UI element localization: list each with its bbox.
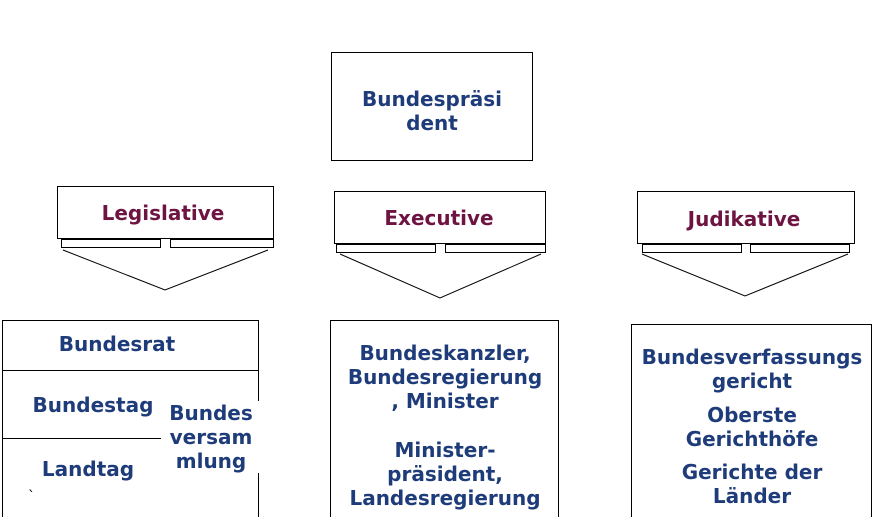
divider-bundestag bbox=[3, 438, 161, 439]
executive-header: Executive bbox=[334, 191, 546, 244]
judikative-box: Bundesverfassungs gericht Oberste Gerich… bbox=[631, 324, 872, 517]
executive-state-label: Minister- präsident, Landesregierung bbox=[349, 438, 541, 510]
legislative-bar-right bbox=[170, 239, 274, 248]
bundesverfassungsgericht-label: Bundesverfassungs gericht bbox=[641, 345, 863, 393]
bundestag-label: Bundestag bbox=[32, 393, 154, 417]
gerichte-der-laender-label: Gerichte der Länder bbox=[681, 460, 823, 508]
executive-bar-right bbox=[445, 244, 546, 253]
executive-triangle bbox=[339, 253, 542, 299]
executive-govt-label: Bundeskanzler, Bundesregierung , Ministe… bbox=[347, 341, 543, 413]
legislative-bar-left bbox=[61, 239, 161, 248]
legislative-header: Legislative bbox=[57, 186, 274, 239]
judikative-label: Judikative bbox=[687, 207, 801, 231]
bundesversammlung-label: Bundes versam mlung bbox=[161, 401, 261, 473]
judikative-bar-right bbox=[750, 244, 850, 253]
oberste-gerichtshoefe-label: Oberste Gerichthöfe bbox=[685, 403, 819, 451]
executive-bar-left bbox=[336, 244, 436, 253]
executive-label: Executive bbox=[384, 206, 494, 230]
landtag-label: Landtag bbox=[41, 457, 135, 481]
legislative-label: Legislative bbox=[101, 201, 225, 225]
legislative-triangle bbox=[62, 249, 269, 291]
legislative-box: Bundesrat Bundestag Landtag ` Bundes ver… bbox=[2, 320, 261, 517]
tick-mark: ` bbox=[28, 489, 35, 505]
judikative-bar-left bbox=[642, 244, 742, 253]
bundesrat-label: Bundesrat bbox=[58, 332, 176, 356]
judikative-header: Judikative bbox=[637, 191, 855, 244]
divider-bundesrat bbox=[3, 370, 258, 371]
bundespraesident-box: Bundespräsi dent bbox=[331, 52, 533, 161]
executive-box: Bundeskanzler, Bundesregierung , Ministe… bbox=[330, 320, 559, 517]
bundespraesident-label: Bundespräsi dent bbox=[362, 87, 502, 135]
judikative-triangle bbox=[641, 253, 849, 297]
